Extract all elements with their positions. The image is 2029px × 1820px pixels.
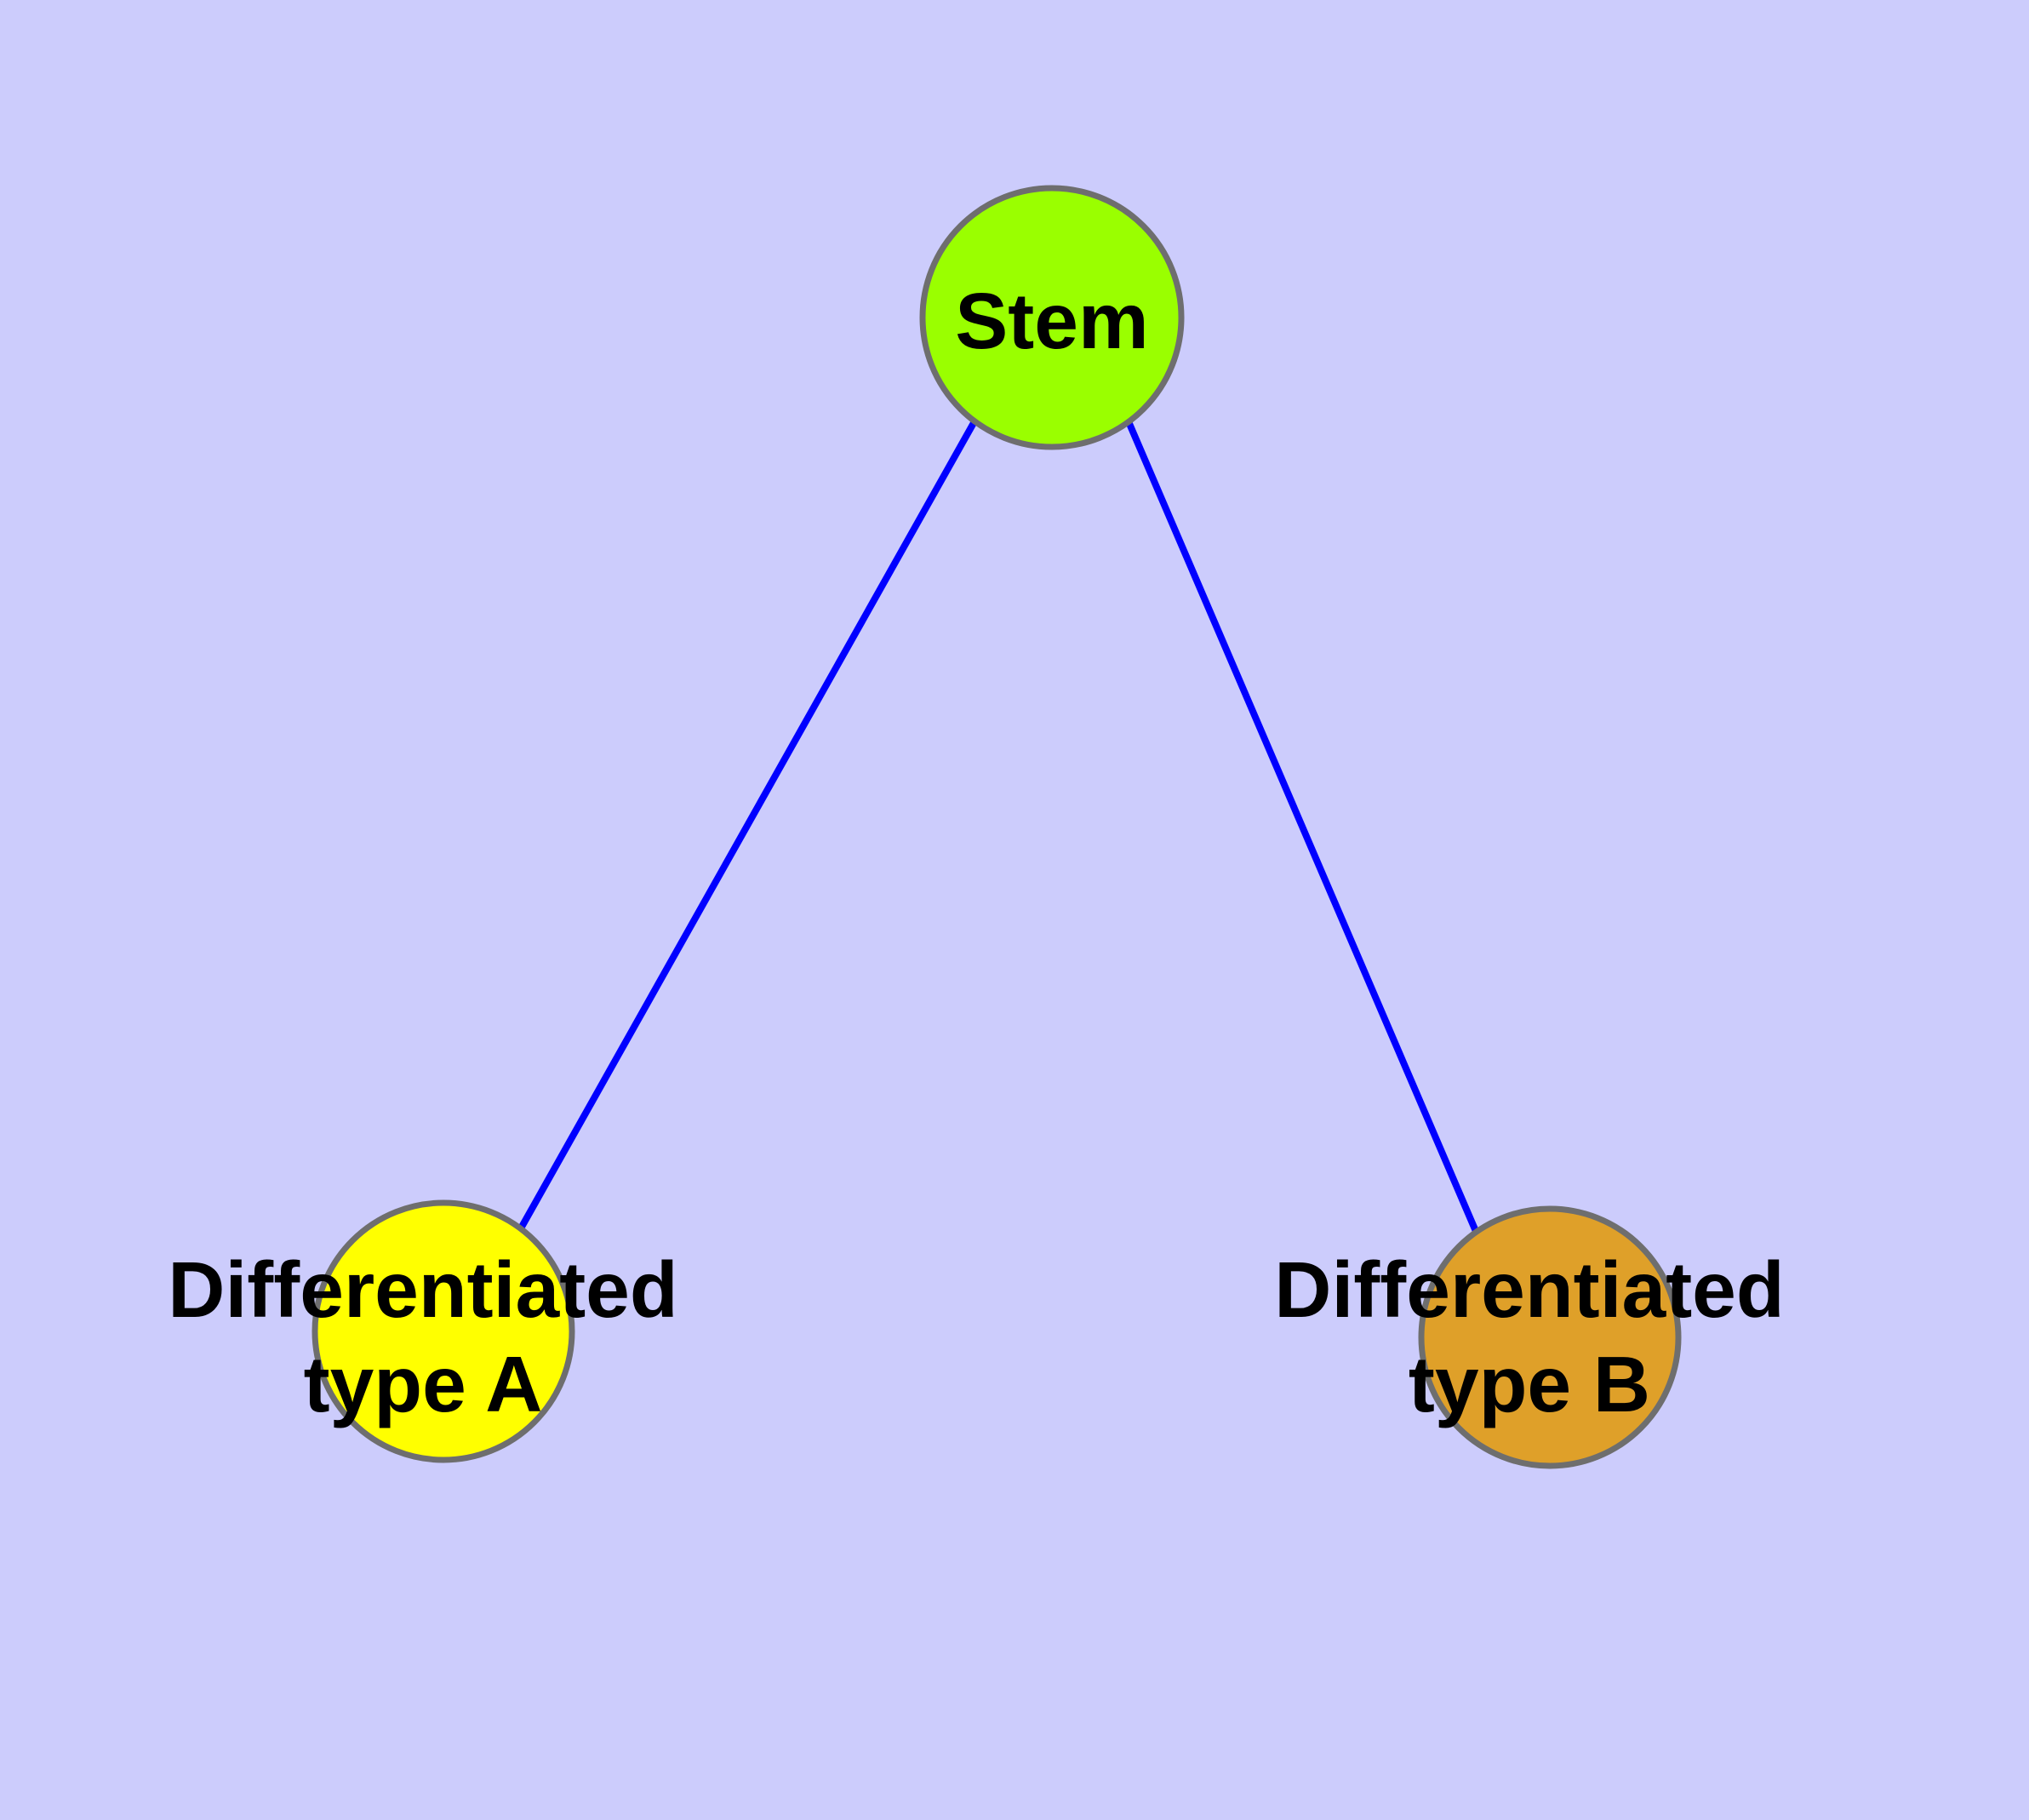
node-differentiated-type-a-label-line-1: Differentiated <box>168 1245 677 1334</box>
node-stem-circle[interactable] <box>919 185 1185 450</box>
node-differentiated-type-a-label-line-2: type A <box>304 1340 543 1428</box>
node-layer: Stem Differentiated type A Differentiate… <box>168 185 1785 1469</box>
node-differentiated-type-b[interactable]: Differentiated type B <box>1274 1205 1785 1469</box>
node-differentiated-type-b-label-line-2: type B <box>1409 1340 1650 1428</box>
node-differentiated-type-b-label-line-1: Differentiated <box>1274 1245 1784 1334</box>
node-differentiated-type-b-circle[interactable] <box>1418 1205 1682 1469</box>
node-differentiated-type-a-circle[interactable] <box>311 1199 575 1463</box>
node-stem-label-line-1: Stem <box>955 277 1148 365</box>
node-differentiated-type-a[interactable]: Differentiated type A <box>168 1199 678 1463</box>
edge-stem-to-differentiated-type-a <box>517 420 978 1230</box>
edge-layer <box>517 418 1481 1237</box>
node-stem[interactable]: Stem <box>919 185 1185 450</box>
edge-stem-to-differentiated-type-b <box>1124 418 1481 1237</box>
